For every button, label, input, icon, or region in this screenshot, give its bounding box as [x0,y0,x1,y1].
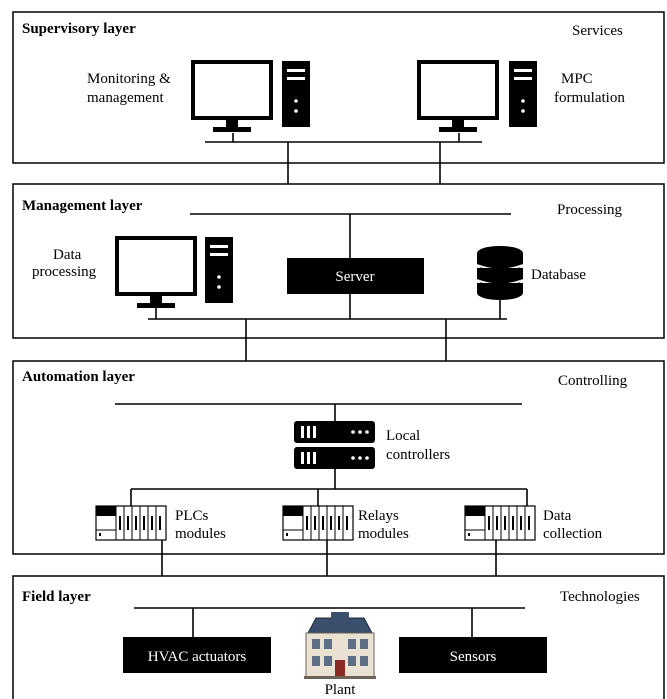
supervisory-layer-role: Services [572,23,623,39]
hvac-actuators-label: HVAC actuators [148,649,247,665]
field-layer: Field layer Technologies HVAC actuators … [12,575,665,699]
plc-module-icon [282,505,354,541]
automation-layer-role: Controlling [558,373,628,389]
relays-label-line2: modules [358,526,409,542]
database-icon [476,246,524,300]
server-label: Server [335,269,374,285]
local-controllers-label-line2: controllers [386,447,450,463]
management-layer: Management layer Processing Data process… [12,183,665,339]
automation-layer-title: Automation layer [22,369,135,385]
mpc-label-line1: MPC [561,71,593,87]
management-layer-role: Processing [557,202,622,218]
plc-module-icon [95,505,167,541]
sensors-label: Sensors [450,649,497,665]
mpc-label-line2: formulation [554,90,625,106]
computer-tower-icon [509,61,537,127]
automation-layer: Automation layer Controlling Local contr… [12,360,665,555]
supervisory-layer-title: Supervisory layer [22,21,136,37]
database-label: Database [531,267,586,283]
plant-label: Plant [325,682,357,698]
server-box [287,258,424,294]
field-layer-role: Technologies [560,589,640,605]
plc-label-line2: modules [175,526,226,542]
field-layer-title: Field layer [22,589,91,605]
sensors-box [399,637,547,673]
supervisory-layer-box [12,11,665,164]
data-collection-label-line2: collection [543,526,603,542]
monitoring-label-line1: Monitoring & [87,71,171,87]
plc-label-line1: PLCs [175,508,209,524]
building-icon [304,612,376,679]
data-processing-label-line2: processing [32,264,97,280]
relays-label-line1: Relays [358,508,399,524]
plc-module-icon [464,505,536,541]
data-processing-label-line1: Data [53,247,82,263]
computer-tower-icon [282,61,310,127]
local-controllers-label-line1: Local [386,428,420,444]
computer-tower-icon [205,237,233,303]
monitoring-label-line2: management [87,90,164,106]
server-rack-icon [294,421,375,469]
hvac-actuators-box [123,637,271,673]
data-collection-label-line1: Data [543,508,572,524]
supervisory-layer: Supervisory layer Services Monitoring & … [12,11,665,164]
management-layer-title: Management layer [22,198,143,214]
